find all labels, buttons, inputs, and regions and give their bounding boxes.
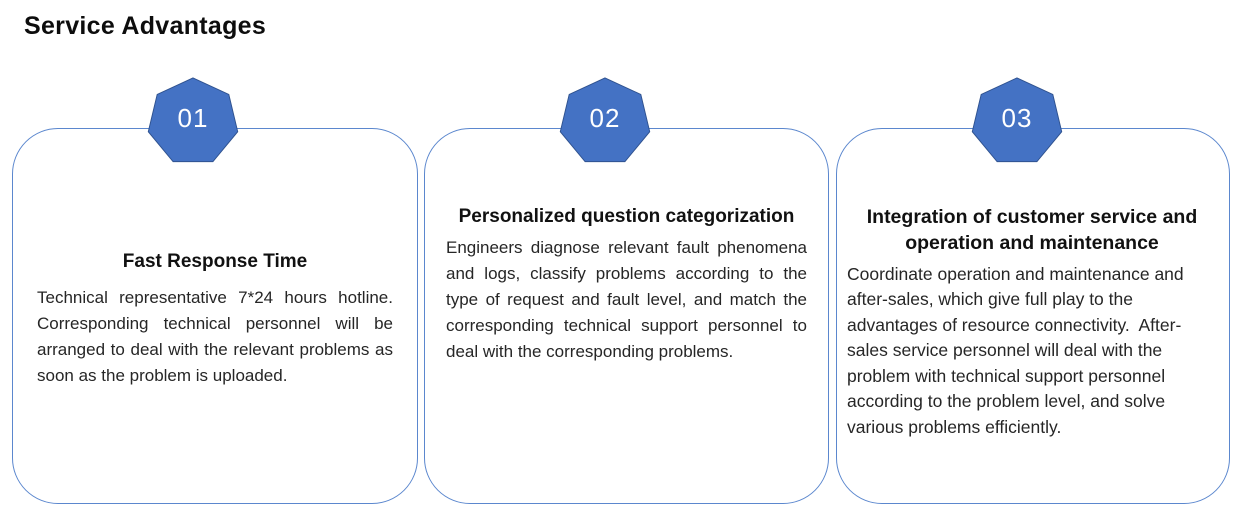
card-content: Integration of customer service and oper… bbox=[847, 204, 1217, 440]
card-title: Personalized question categorization bbox=[458, 206, 795, 227]
advantage-card-service-integration: 03 Integration of customer service and o… bbox=[836, 77, 1230, 504]
badge-03: 03 bbox=[970, 76, 1065, 166]
card-body-text: Engineers diagnose relevant fault phenom… bbox=[446, 237, 807, 361]
page-title: Service Advantages bbox=[24, 12, 267, 40]
card-title: Fast Response Time bbox=[122, 251, 308, 272]
badge-number: 03 bbox=[1001, 102, 1033, 133]
badge-01: 01 bbox=[146, 76, 241, 166]
badge-number: 02 bbox=[589, 102, 621, 133]
heptagon-icon bbox=[147, 77, 239, 163]
badge-02: 02 bbox=[558, 76, 653, 166]
card-content: Personalized question categorization Eng… bbox=[446, 204, 807, 365]
advantage-card-fast-response: 01 Fast Response Time Technical represen… bbox=[12, 77, 418, 504]
card-content: Fast Response Time Technical representat… bbox=[37, 249, 393, 389]
card-body-text: Coordinate operation and maintenance and… bbox=[847, 263, 1189, 437]
card-body-text: Technical representative 7*24 hours hotl… bbox=[37, 287, 393, 385]
card-title: Integration of customer service and oper… bbox=[866, 206, 1198, 255]
advantage-card-question-categorization: 02 Personalized question categorization … bbox=[424, 77, 829, 504]
heptagon-icon bbox=[559, 77, 651, 163]
heptagon-icon bbox=[971, 77, 1063, 163]
badge-number: 01 bbox=[177, 102, 209, 133]
